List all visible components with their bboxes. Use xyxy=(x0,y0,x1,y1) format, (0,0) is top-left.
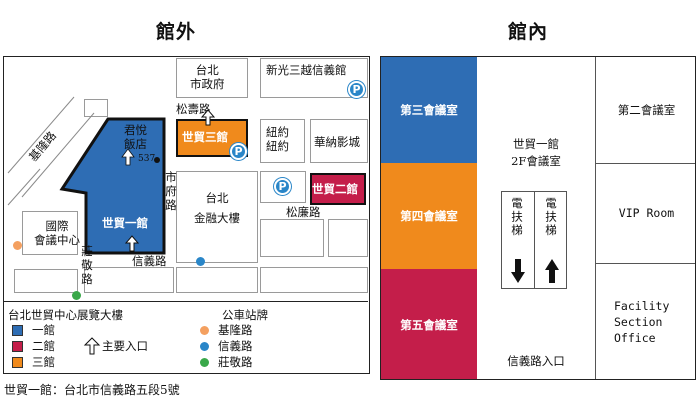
escalator-right-label: 電扶梯 xyxy=(544,197,558,238)
right-divider-1 xyxy=(595,163,695,164)
songshou-road-label: 松壽路 xyxy=(176,102,211,116)
xinyi-entrance-label: 信義路入口 xyxy=(507,354,565,368)
legend-hall2: 二館 xyxy=(32,339,55,353)
block-bottom-left xyxy=(14,269,78,293)
hall2-block[interactable] xyxy=(310,173,366,205)
warner-label: 華納影城 xyxy=(314,135,360,149)
legend-divider xyxy=(4,301,368,302)
legend-bus-keelung-dot xyxy=(200,326,209,335)
block-warner xyxy=(310,119,368,163)
grand-hyatt-label: 君悅 飯店 xyxy=(124,123,147,152)
block-financial xyxy=(176,171,258,263)
room-5[interactable]: 第五會議室 xyxy=(381,269,477,379)
hall1-shape[interactable] xyxy=(4,57,371,375)
shin-kong-label: 新光三越信義館 xyxy=(266,63,347,77)
block-icc xyxy=(22,211,78,255)
legend-entrance-arrow-icon xyxy=(83,337,101,355)
legend-bus-title: 公車站牌 xyxy=(222,308,268,322)
block-small-left xyxy=(84,99,108,117)
legend-main-entrance: 主要入口 xyxy=(102,339,148,353)
block-small-1 xyxy=(260,219,324,257)
block-bottom-1 xyxy=(84,267,174,293)
right-divider-2 xyxy=(595,263,695,264)
hall3-block[interactable] xyxy=(176,119,248,157)
legend-bus-xinyi-dot xyxy=(200,342,209,351)
legend-title: 台北世貿中心展覽大樓 xyxy=(8,308,123,322)
inside-map: 第三會議室 第四會議室 第五會議室 世貿一館 2F會議室 電扶梯 電扶梯 信義路… xyxy=(380,56,696,380)
building-number: 537 xyxy=(138,154,156,164)
escalator-down-arrow-icon xyxy=(511,259,525,283)
legend-bus-xinyi: 信義路 xyxy=(218,339,253,353)
bus-stop-zhuangjing-map[interactable] xyxy=(72,291,81,300)
icc-label: 國際 會議中心 xyxy=(34,219,80,248)
legend-swatch-hall2 xyxy=(12,341,23,352)
main-entrance-arrow-hall3 xyxy=(200,109,216,126)
room-3[interactable]: 第三會議室 xyxy=(381,57,477,163)
block-bottom-2 xyxy=(176,267,258,293)
parking-icon-hall3[interactable]: P xyxy=(230,143,247,160)
escalator-up-arrow-icon xyxy=(545,259,559,283)
center-title: 世貿一館 2F會議室 xyxy=(511,137,561,168)
address: 世貿一館：台北市信義路五段5號 xyxy=(4,383,180,397)
city-hall-road-label: 市府路 xyxy=(165,170,177,212)
keelung-road-lines xyxy=(7,96,95,206)
bus-stop-xinyi-map[interactable] xyxy=(196,257,205,266)
legend-hall3: 三館 xyxy=(32,355,55,369)
outside-map: 世貿三館 P 世貿二館 P P 台北 市政府 新光三越信義館 松壽路 君悅 飯店… xyxy=(3,56,370,374)
outside-heading: 館外 xyxy=(156,21,197,43)
parking-icon-shin-kong[interactable]: P xyxy=(348,81,365,98)
main-entrance-arrow-hall1 xyxy=(124,235,140,252)
block-new-york xyxy=(260,119,305,163)
building-number-marker xyxy=(154,157,160,163)
room-facility-office[interactable]: Facility Section Office xyxy=(595,263,695,379)
escalator-left-label: 電扶梯 xyxy=(510,197,524,238)
room-4[interactable]: 第四會議室 xyxy=(381,163,477,269)
room-vip[interactable]: VIP Room xyxy=(595,163,695,263)
songlian-road-label: 松廉路 xyxy=(286,205,321,219)
xinyi-road-label: 信義路 xyxy=(132,254,167,268)
legend-swatch-hall3 xyxy=(12,357,23,368)
inside-heading: 館內 xyxy=(508,21,549,43)
parking-icon-center[interactable]: P xyxy=(274,178,291,195)
financial-label: 台北 金融大樓 xyxy=(194,191,240,225)
block-bottom-3 xyxy=(260,267,368,293)
hall2-label: 世貿二館 xyxy=(312,182,358,196)
new-york-label: 紐約 紐約 xyxy=(266,125,289,154)
legend-bus-keelung: 基隆路 xyxy=(218,323,253,337)
bus-stop-keelung-map[interactable] xyxy=(13,241,22,250)
block-small-2 xyxy=(328,219,368,257)
zhuangjing-road-label: 莊敬路 xyxy=(81,244,93,286)
legend-bus-zhuangjing-dot xyxy=(200,358,209,367)
hall1-label: 世貿一館 xyxy=(102,216,148,230)
block-city-hall xyxy=(176,58,248,98)
room-2[interactable]: 第二會議室 xyxy=(595,57,695,163)
legend-hall1: 一館 xyxy=(32,323,55,337)
hall3-label: 世貿三館 xyxy=(182,130,228,144)
city-hall-label: 台北 市政府 xyxy=(190,63,225,92)
legend-swatch-hall1 xyxy=(12,325,23,336)
legend-bus-zhuangjing: 莊敬路 xyxy=(218,355,253,369)
escalator-divider xyxy=(534,191,535,289)
